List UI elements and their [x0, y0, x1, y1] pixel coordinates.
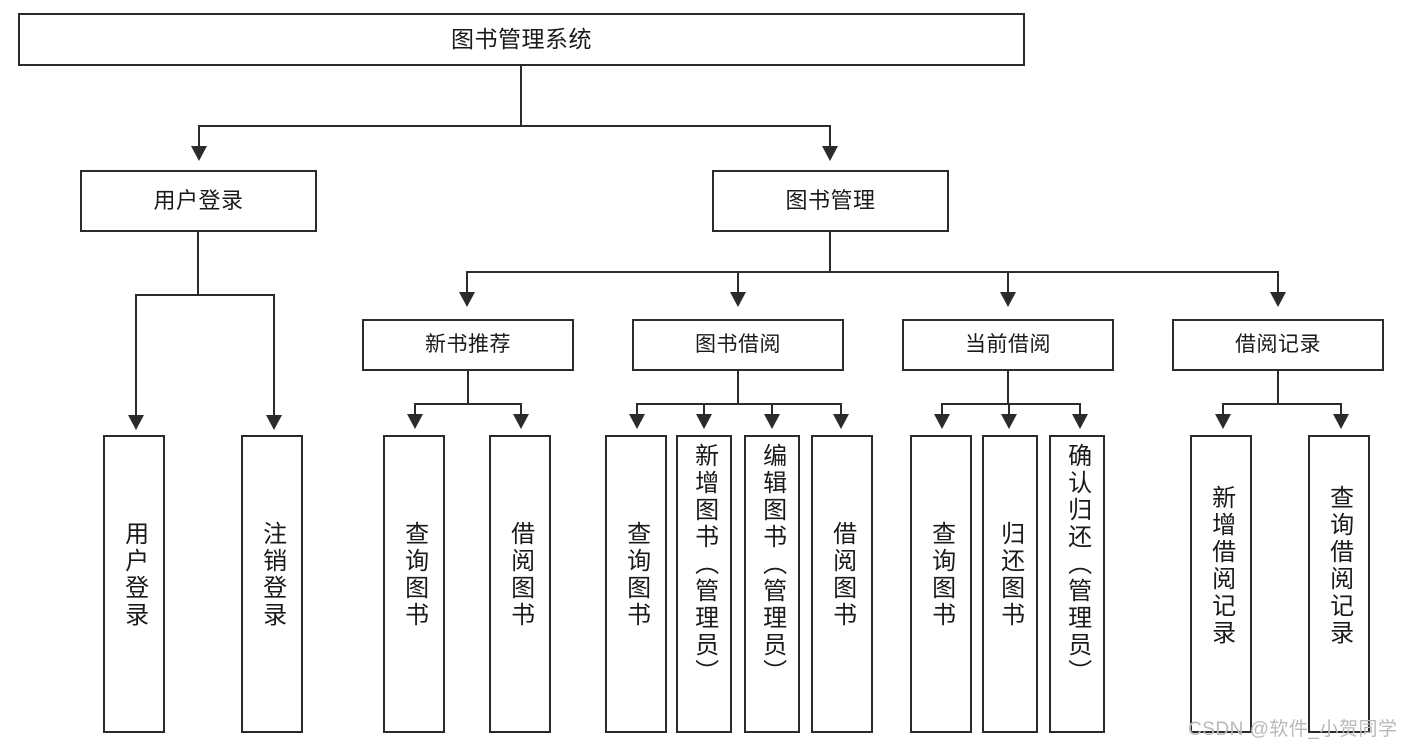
connector-new-book-stem [467, 371, 469, 404]
connector-book-borrow-drop-2 [703, 403, 705, 415]
arrowhead-current-borrow-leaf-3 [1072, 414, 1088, 429]
arrowhead-user-login-leaf-2 [266, 415, 282, 430]
leaf-borrow-book-recommend[interactable]: 借阅图书 [489, 435, 551, 733]
connector-book-borrow-stem [737, 371, 739, 404]
connector-new-book-drop-2 [520, 403, 522, 415]
leaf-label: 查询借阅记录 [1325, 485, 1353, 647]
connector-book-manage-drop-3 [1007, 271, 1009, 293]
arrowhead-book-borrow-leaf-2 [696, 414, 712, 429]
leaf-query-book-current[interactable]: 查询图书 [910, 435, 972, 733]
leaf-add-borrow-record[interactable]: 新增借阅记录 [1190, 435, 1252, 733]
leaf-label: 注销登录 [258, 521, 286, 629]
node-label: 图书借阅 [695, 332, 781, 356]
leaf-query-book-recommend[interactable]: 查询图书 [383, 435, 445, 733]
leaf-borrow-book[interactable]: 借阅图书 [811, 435, 873, 733]
arrowhead-to-borrow-record [1270, 292, 1286, 307]
leaf-query-borrow-record[interactable]: 查询借阅记录 [1308, 435, 1370, 733]
connector-book-manage-drop-2 [737, 271, 739, 293]
connector-user-login-bus [135, 294, 275, 296]
connector-book-manage-stem [829, 232, 831, 272]
leaf-edit-book-admin[interactable]: 编辑图书（管理员） [744, 435, 800, 733]
leaf-return-book[interactable]: 归还图书 [982, 435, 1038, 733]
node-borrow-record[interactable]: 借阅记录 [1172, 319, 1384, 371]
node-user-login[interactable]: 用户登录 [80, 170, 317, 232]
connector-current-borrow-bus [941, 403, 1081, 405]
leaf-label: 编辑图书（管理员） [758, 443, 786, 686]
leaf-add-book-admin[interactable]: 新增图书（管理员） [676, 435, 732, 733]
connector-borrow-record-stem [1277, 371, 1279, 404]
leaf-confirm-return-admin[interactable]: 确认归还（管理员） [1049, 435, 1105, 733]
node-label: 用户登录 [153, 188, 244, 214]
connector-current-borrow-drop-2 [1008, 403, 1010, 415]
connector-book-manage-bus [466, 271, 1279, 273]
arrowhead-to-new-book [459, 292, 475, 307]
connector-new-book-bus [414, 403, 522, 405]
leaf-user-login[interactable]: 用户登录 [103, 435, 165, 733]
leaf-label: 查询图书 [927, 521, 955, 629]
connector-root-bus [198, 125, 830, 127]
leaf-label: 借阅图书 [828, 521, 856, 629]
connector-user-login-drop-1 [135, 294, 137, 416]
connector-book-borrow-drop-4 [840, 403, 842, 415]
arrowhead-to-user-login [191, 146, 207, 161]
connector-book-borrow-drop-3 [771, 403, 773, 415]
connector-user-login-drop-2 [273, 294, 275, 416]
connector-root-drop-right [829, 125, 831, 147]
leaf-label: 新增借阅记录 [1207, 485, 1235, 647]
arrowhead-book-borrow-leaf-3 [764, 414, 780, 429]
node-book-borrow[interactable]: 图书借阅 [632, 319, 844, 371]
connector-current-borrow-stem [1007, 371, 1009, 404]
arrowhead-borrow-record-leaf-2 [1333, 414, 1349, 429]
node-current-borrow[interactable]: 当前借阅 [902, 319, 1114, 371]
arrowhead-current-borrow-leaf-1 [934, 414, 950, 429]
node-new-book-recommend[interactable]: 新书推荐 [362, 319, 574, 371]
arrowhead-to-book-manage [822, 146, 838, 161]
connector-book-manage-drop-1 [466, 271, 468, 293]
arrowhead-new-book-leaf-2 [513, 414, 529, 429]
node-label: 图书管理 [785, 188, 876, 214]
connector-current-borrow-drop-1 [941, 403, 943, 415]
node-label: 当前借阅 [965, 332, 1051, 356]
arrowhead-new-book-leaf-1 [407, 414, 423, 429]
connector-borrow-record-drop-1 [1222, 403, 1224, 415]
node-book-management[interactable]: 图书管理 [712, 170, 949, 232]
leaf-label: 确认归还（管理员） [1063, 443, 1091, 686]
connector-current-borrow-drop-3 [1079, 403, 1081, 415]
arrowhead-book-borrow-leaf-4 [833, 414, 849, 429]
node-root-system[interactable]: 图书管理系统 [18, 13, 1025, 66]
connector-user-login-stem [197, 232, 199, 295]
connector-borrow-record-drop-2 [1340, 403, 1342, 415]
node-label: 借阅记录 [1235, 332, 1321, 356]
connector-book-borrow-drop-1 [636, 403, 638, 415]
connector-borrow-record-bus [1222, 403, 1342, 405]
leaf-query-book-borrow[interactable]: 查询图书 [605, 435, 667, 733]
arrowhead-book-borrow-leaf-1 [629, 414, 645, 429]
leaf-label: 查询图书 [622, 521, 650, 629]
leaf-logout[interactable]: 注销登录 [241, 435, 303, 733]
leaf-label: 查询图书 [400, 521, 428, 629]
connector-root-drop-left [198, 125, 200, 147]
connector-new-book-drop-1 [414, 403, 416, 415]
arrowhead-borrow-record-leaf-1 [1215, 414, 1231, 429]
connector-book-borrow-bus [636, 403, 842, 405]
arrowhead-current-borrow-leaf-2 [1001, 414, 1017, 429]
node-label: 新书推荐 [425, 332, 511, 356]
connector-root-stem [520, 66, 522, 126]
arrowhead-to-book-borrow [730, 292, 746, 307]
connector-book-manage-drop-4 [1277, 271, 1279, 293]
arrowhead-to-current-borrow [1000, 292, 1016, 307]
leaf-label: 用户登录 [120, 521, 148, 629]
leaf-label: 新增图书（管理员） [690, 443, 718, 686]
arrowhead-user-login-leaf-1 [128, 415, 144, 430]
watermark: CSDN @软件_小贺同学 [1188, 719, 1398, 740]
node-label: 图书管理系统 [451, 26, 592, 53]
leaf-label: 归还图书 [996, 521, 1024, 629]
leaf-label: 借阅图书 [506, 521, 534, 629]
